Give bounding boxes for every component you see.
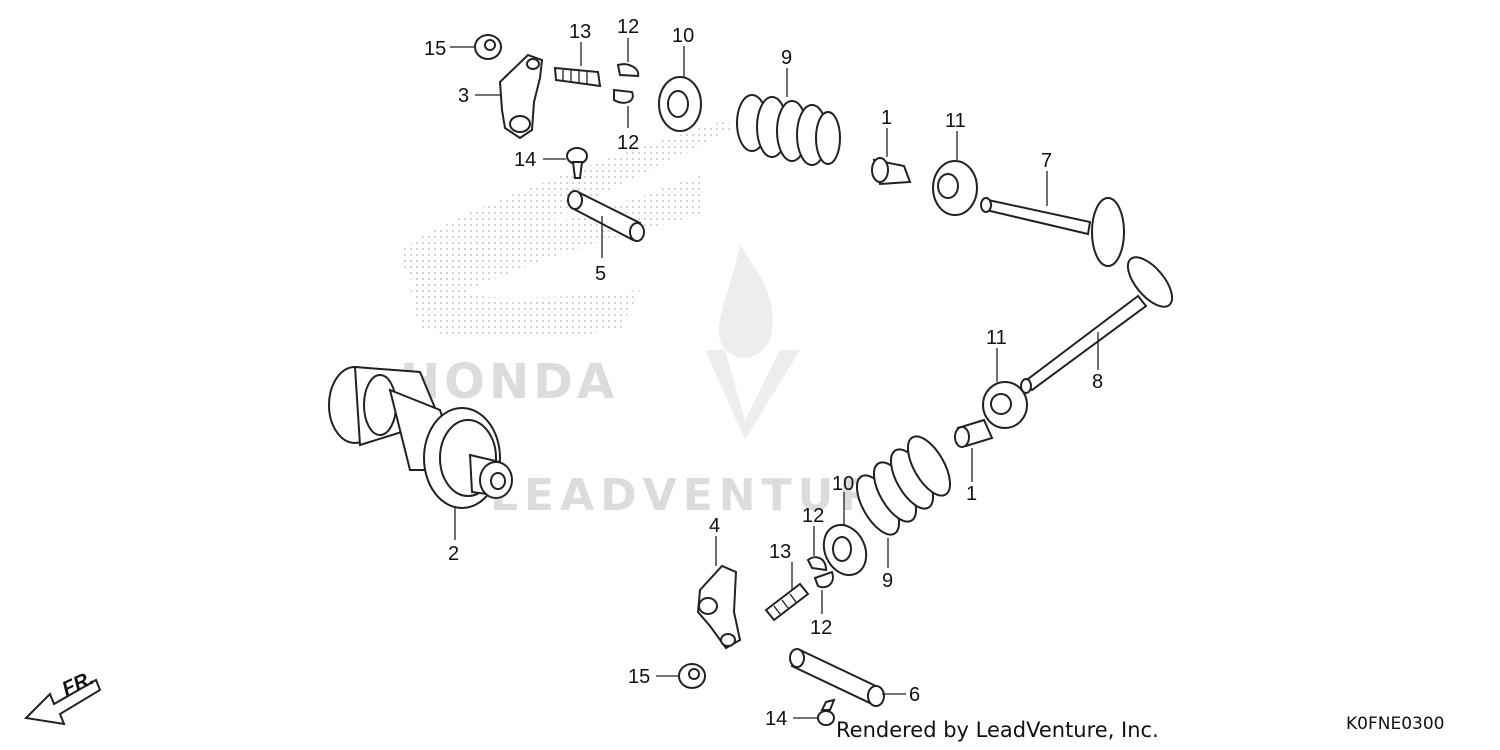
render-credit: Rendered by LeadVenture, Inc. [836, 718, 1159, 742]
nut-part-15-lower [678, 663, 706, 689]
callout-9-lower: 9 [882, 570, 893, 592]
callout-2: 2 [448, 543, 459, 565]
callout-13-lower: 13 [769, 541, 791, 563]
callout-9-top: 9 [781, 47, 792, 69]
adjusting-screw-part-13-lower [764, 582, 810, 622]
callout-12-lower-lower: 12 [810, 617, 832, 639]
callout-12-lower-upper: 12 [802, 505, 824, 527]
callouts: 15 3 13 12 10 9 12 14 1 11 7 5 11 8 1 10… [424, 16, 1103, 730]
bolt-part-14-top [566, 147, 588, 179]
callout-5: 5 [595, 263, 606, 285]
bolt-part-14-lower [817, 698, 836, 726]
valve-cotter-part-12-lower-lower [813, 570, 834, 589]
stem-seal-part-1-lower [954, 418, 994, 448]
callout-15-lower: 15 [628, 666, 650, 688]
rocker-shaft-part-5 [567, 190, 645, 242]
camshaft-part-2 [328, 365, 513, 509]
exhaust-valve-part-8 [1020, 256, 1174, 394]
callout-14-top: 14 [514, 149, 536, 171]
spring-seat-part-11-lower [982, 381, 1028, 429]
callout-10-lower: 10 [832, 473, 854, 495]
nut-part-15-top [474, 34, 502, 60]
adjusting-screw-part-13-top [553, 66, 602, 88]
rocker-shaft-part-6 [789, 648, 885, 707]
callout-7: 7 [1041, 150, 1052, 172]
callout-14-lower: 14 [765, 708, 787, 730]
callout-1-top: 1 [881, 107, 892, 129]
rocker-arm-part-4 [696, 564, 742, 650]
leadventure-flame-watermark [705, 245, 800, 440]
callout-4: 4 [709, 515, 720, 537]
honda-watermark-text: HONDA [400, 354, 618, 410]
rocker-arm-part-3 [498, 53, 544, 140]
callout-15-top: 15 [424, 38, 446, 60]
leader-lines [450, 38, 1099, 719]
callout-3: 3 [458, 85, 469, 107]
honda-wing-watermark [400, 120, 735, 338]
spring-retainer-part-10-lower [822, 523, 868, 577]
callout-6: 6 [909, 684, 920, 706]
valve-spring-part-9-lower [856, 435, 951, 536]
callout-13-top: 13 [569, 21, 591, 43]
callout-12-top-upper: 12 [617, 16, 639, 38]
leadventure-watermark-text: LEADVENTURE [490, 470, 915, 521]
spring-retainer-part-10-top [658, 76, 702, 132]
front-direction-arrow-icon [23, 678, 102, 726]
callout-1-lower: 1 [966, 483, 977, 505]
valve-cotter-part-12-lower-upper [806, 556, 828, 572]
diagram-code: K0FNE0300 [1346, 714, 1445, 734]
callout-10-top: 10 [672, 25, 694, 47]
callout-11-top: 11 [945, 110, 966, 132]
spring-seat-part-11-top [932, 160, 978, 216]
valve-cotter-part-12-top-lower [613, 88, 634, 104]
valve-cotter-part-12-top-upper [616, 63, 640, 78]
intake-valve-part-7 [980, 197, 1125, 267]
stem-seal-part-1-top [871, 157, 912, 186]
callout-11-lower: 11 [986, 327, 1007, 349]
callout-8: 8 [1092, 371, 1103, 393]
valve-spring-part-9-top [736, 94, 841, 166]
callout-12-top-lower: 12 [617, 132, 639, 154]
